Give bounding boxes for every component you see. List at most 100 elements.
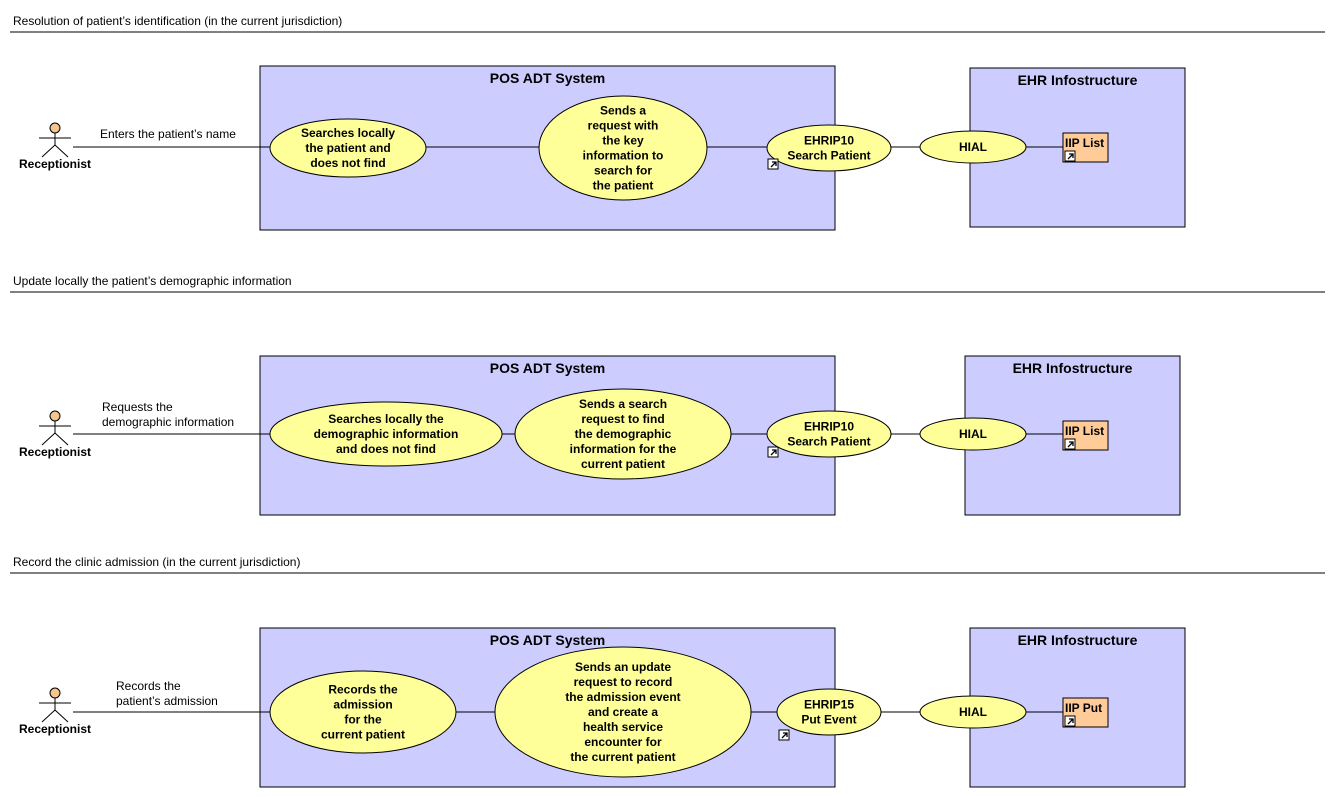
artifact-link-icon-arrow [1067,441,1074,448]
usecase-send-request-text-line: current patient [581,457,665,471]
usecase-hial [919,417,1027,451]
pos-system-title: POS ADT System [490,632,605,648]
artifact-link-icon [1064,438,1076,450]
actor-leg [41,144,56,158]
usecase-local-search [269,118,427,178]
pos-system-title: POS ADT System [490,70,605,86]
section-title: Update locally the patient’s demographic… [13,274,292,288]
usecase-send-request [494,646,752,778]
usecase-local-search [269,670,457,754]
usecase-send-request-text-line: information for the [570,442,677,456]
link-icon-frame [778,729,790,741]
artifact-link-icon-arrow [1067,153,1074,160]
usecase-send-request [514,388,732,480]
usecase-send-request-text-line: search for [594,164,652,178]
usecase-local-search-text-line: and does not find [336,442,436,456]
usecase-local-search-text-line: for the [344,713,382,727]
ehr-system-title: EHR Infostructure [1013,360,1133,376]
usecase-hial-text: HIAL [959,705,987,719]
usecase-local-search-text-line: admission [333,698,392,712]
usecase-ehrip [766,124,892,172]
actor-leg [54,144,69,158]
usecase-send-request-text-line: the demographic [575,427,672,441]
usecase-send-request-text-line: the patient [593,179,654,193]
usecase-ehrip [776,688,882,736]
artifact-link-icon-frame [1064,150,1076,162]
usecase-ehrip-text-line: Search Patient [787,435,870,449]
usecase-local-search-text-line: Records the [328,683,398,697]
receptionist-actor [39,410,71,446]
pos-system-title: POS ADT System [490,360,605,376]
usecase-send-request-text-line: Sends a search [579,397,667,411]
usecase-send-request-text-line: information to [583,149,664,163]
link-icon-frame [767,158,779,170]
link-icon-arrow [781,732,788,739]
usecase-send-request-text-line: request with [588,119,659,133]
link-icon-arrow [770,161,777,168]
usecase-send-request [538,95,708,201]
section-title: Record the clinic admission (in the curr… [13,555,300,569]
usecase-send-request-text-line: Sends an update [575,660,671,674]
artifact-link-icon-frame [1064,438,1076,450]
actor-leg [41,432,56,446]
usecase-local-search [269,401,503,467]
usecase-hial-text: HIAL [959,427,987,441]
actor-head [49,122,61,134]
usecase-send-request-text-line: the key [602,134,644,148]
ehr-system-title: EHR Infostructure [1018,72,1138,88]
usecase-hial [919,695,1027,729]
actor-head [49,410,61,422]
usecase-send-request-text-line: Sends a [600,104,646,118]
link-icon [778,729,790,741]
usecase-ehrip-text-line: EHRIP15 [804,698,854,712]
usecase-ehrip-text-line: Put Event [801,713,856,727]
usecase-send-request-text-line: health service [583,720,663,734]
artifact-label: IIP List [1065,424,1104,438]
artifact-link-icon-frame [1064,715,1076,727]
actor-head [49,687,61,699]
usecase-ehrip-text-line: EHRIP10 [804,134,854,148]
artifact-link-icon-arrow [1067,718,1074,725]
link-icon [767,446,779,458]
usecase-ehrip [766,410,892,458]
usecase-send-request-text-line: request to find [581,412,664,426]
actor-name: Receptionist [19,157,91,171]
usecase-local-search-text-line: does not find [310,156,385,170]
artifact-link-icon [1064,715,1076,727]
section-title: Resolution of patient’s identification (… [13,14,342,28]
usecase-send-request-text-line: and create a [588,705,658,719]
usecase-local-search-text-line: demographic information [314,427,459,441]
receptionist-actor [39,122,71,158]
association-label: Requests the [102,400,173,414]
artifact-label: IIP Put [1065,701,1102,715]
association-label: patient’s admission [116,694,218,708]
actor-leg [54,432,69,446]
usecase-send-request-text-line: encounter for [584,735,662,749]
actor-leg [41,709,56,723]
usecase-hial-text: HIAL [959,140,987,154]
usecase-ehrip-text-line: Search Patient [787,149,870,163]
usecase-local-search-text-line: Searches locally [301,126,395,140]
usecase-ehrip-text-line: EHRIP10 [804,420,854,434]
usecase-local-search-text-line: current patient [321,728,405,742]
association-label: demographic information [102,415,234,429]
actor-name: Receptionist [19,445,91,459]
association-label: Enters the patient’s name [100,127,236,141]
actor-leg [54,709,69,723]
link-icon [767,158,779,170]
usecase-send-request-text-line: the current patient [570,750,675,764]
artifact-label: IIP List [1065,136,1104,150]
ehr-system-title: EHR Infostructure [1018,632,1138,648]
artifact-link-icon [1064,150,1076,162]
link-icon-frame [767,446,779,458]
actor-name: Receptionist [19,722,91,736]
association-label: Records the [116,679,181,693]
receptionist-actor [39,687,71,723]
usecase-hial [919,130,1027,164]
usecase-send-request-text-line: the admission event [565,690,680,704]
link-icon-arrow [770,449,777,456]
usecase-local-search-text-line: the patient and [305,141,390,155]
usecase-local-search-text-line: Searches locally the [328,412,444,426]
usecase-send-request-text-line: request to record [574,675,673,689]
